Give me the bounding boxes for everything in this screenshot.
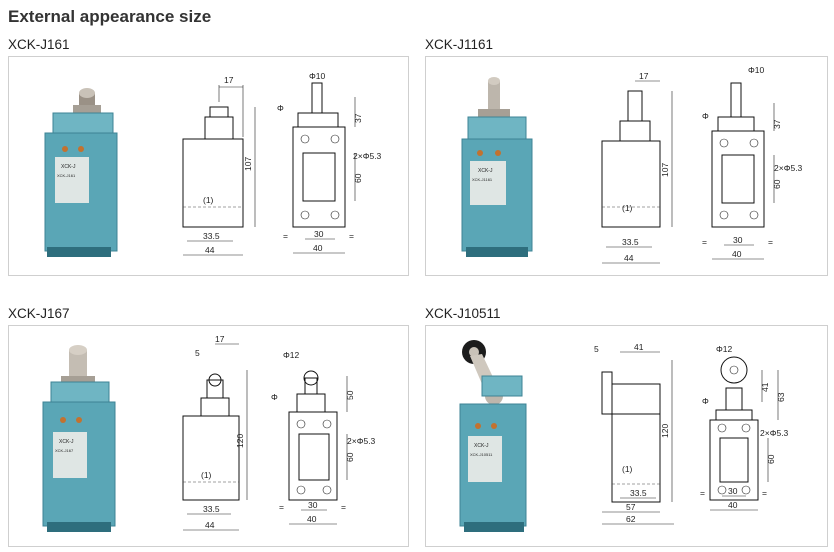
product-brand: XCK-J (59, 439, 74, 445)
eq-right: = (349, 231, 354, 241)
page-title: External appearance size (8, 7, 212, 26)
model-label: XCK-J161 (8, 37, 70, 52)
dim-top-height-2: 63 (776, 392, 786, 402)
dim-body-height: 60 (353, 173, 363, 183)
dim-left-offset: 5 (195, 348, 200, 358)
dim-top-height: 50 (345, 390, 355, 400)
dim-width-outer: 44 (205, 520, 215, 530)
dim-holes: 2×Φ5.3 (353, 151, 382, 161)
product-photo: XCK-J XCK-J1161 (461, 77, 533, 257)
side-view-drawing: Φ10 Φ 37 60 2×Φ5.3 30 40 = = (702, 65, 803, 260)
dim-width-inner: 33.5 (203, 504, 220, 514)
dim-width-outer: 40 (732, 249, 742, 259)
dim-height: 120 (235, 434, 245, 448)
dim-width-inner: 30 (314, 229, 324, 239)
eq-left: = (702, 237, 707, 247)
dim-width-outer: 62 (626, 514, 636, 524)
eq-left: = (279, 502, 284, 512)
note-1: (1) (201, 470, 212, 480)
dim-width-outer: 40 (307, 514, 317, 524)
model-label: XCK-J10511 (425, 306, 501, 321)
front-view-drawing: 41 5 120 (1) 33.5 57 62 (594, 342, 674, 525)
dim-plunger-offset: 41 (634, 342, 644, 352)
product-brand: XCK-J (61, 164, 76, 170)
side-view-drawing: Φ10 Φ 37 60 2×Φ5.3 30 40 = = (277, 71, 382, 254)
dim-width-inner: 30 (728, 486, 738, 496)
dim-top-height: 37 (353, 113, 363, 123)
product-panel: XCK-J XCK-J161 17 107 (1) 33.5 44 (8, 56, 409, 276)
product-model-text: XCK-J10511 (470, 452, 493, 457)
product-panel: XCK-J XCK-J10511 41 5 120 (1) 33.5 57 62 (425, 325, 828, 547)
dim-top-height: 37 (772, 119, 782, 129)
dim-left-offset: 5 (594, 344, 599, 354)
product-model-text: XCK-J1161 (472, 177, 493, 182)
dim-phi: Φ (277, 103, 284, 113)
product-photo: XCK-J XCK-J10511 (459, 340, 527, 532)
dim-body-height: 60 (772, 179, 782, 189)
dim-top-height: 41 (760, 382, 770, 392)
dim-height: 107 (243, 157, 253, 171)
dim-holes: 2×Φ5.3 (760, 428, 789, 438)
panel-drawing: XCK-J XCK-J161 17 107 (1) 33.5 44 (44, 71, 382, 257)
product-brand: XCK-J (474, 443, 489, 449)
dim-plunger-dia: Φ12 (716, 344, 733, 354)
dim-body-height: 60 (345, 452, 355, 462)
eq-left: = (283, 231, 288, 241)
dim-phi: Φ (702, 111, 709, 121)
dim-width-outer: 44 (205, 245, 215, 255)
dim-width-mid: 57 (626, 502, 636, 512)
note-1: (1) (622, 464, 633, 474)
dim-width-inner: 33.5 (622, 237, 639, 247)
product-photo: XCK-J XCK-J161 (44, 88, 118, 257)
model-label: XCK-J167 (8, 306, 70, 321)
dim-width-inner: 30 (733, 235, 743, 245)
dim-plunger-dia: Φ10 (748, 65, 765, 75)
side-view-drawing: Φ12 Φ 41 63 60 2×Φ5.3 30 40 = = (700, 344, 789, 511)
dim-holes: 2×Φ5.3 (347, 436, 376, 446)
dim-width-outer: 40 (313, 243, 323, 253)
product-model-text: XCK-J167 (55, 448, 74, 453)
product-panel: XCK-J XCK-J1161 17 107 (1) 33.5 44 (425, 56, 828, 276)
dim-plunger-dia: Φ12 (283, 350, 300, 360)
dim-height: 107 (660, 163, 670, 177)
dim-height: 120 (660, 424, 670, 438)
note-1: (1) (622, 203, 633, 213)
panel-drawing: XCK-J XCK-J167 17 5 120 (1) 33.5 44 (42, 334, 376, 532)
product-model-text: XCK-J161 (57, 173, 76, 178)
dim-width-inner: 30 (308, 500, 318, 510)
eq-right: = (341, 502, 346, 512)
dim-plunger-offset: 17 (639, 71, 649, 81)
product-brand: XCK-J (478, 168, 493, 174)
side-view-drawing: Φ12 Φ 50 60 2×Φ5.3 30 40 = = (271, 350, 376, 525)
dim-width-outer: 40 (728, 500, 738, 510)
dim-plunger-dia: Φ10 (309, 71, 326, 81)
dim-width-inner: 33.5 (203, 231, 220, 241)
panel-drawing: XCK-J XCK-J10511 41 5 120 (1) 33.5 57 62 (459, 340, 789, 532)
dim-width-inner: 33.5 (630, 488, 647, 498)
front-view-drawing: 17 107 (1) 33.5 44 (601, 71, 673, 264)
dim-plunger-offset: 17 (224, 75, 234, 85)
dim-phi: Φ (702, 396, 709, 406)
product-panel: XCK-J XCK-J167 17 5 120 (1) 33.5 44 (8, 325, 409, 547)
dim-body-height: 60 (766, 454, 776, 464)
dim-phi: Φ (271, 392, 278, 402)
dim-holes: 2×Φ5.3 (774, 163, 803, 173)
product-photo: XCK-J XCK-J167 (42, 345, 116, 532)
model-label: XCK-J1161 (425, 37, 494, 52)
eq-right: = (768, 237, 773, 247)
front-view-drawing: 17 5 120 (1) 33.5 44 (182, 334, 248, 531)
dim-width-outer: 44 (624, 253, 634, 263)
dim-plunger-offset: 17 (215, 334, 225, 344)
panel-drawing: XCK-J XCK-J1161 17 107 (1) 33.5 44 (461, 65, 803, 264)
note-1: (1) (203, 195, 214, 205)
eq-right: = (762, 488, 767, 498)
front-view-drawing: 17 107 (1) 33.5 44 (182, 75, 256, 256)
eq-left: = (700, 488, 705, 498)
